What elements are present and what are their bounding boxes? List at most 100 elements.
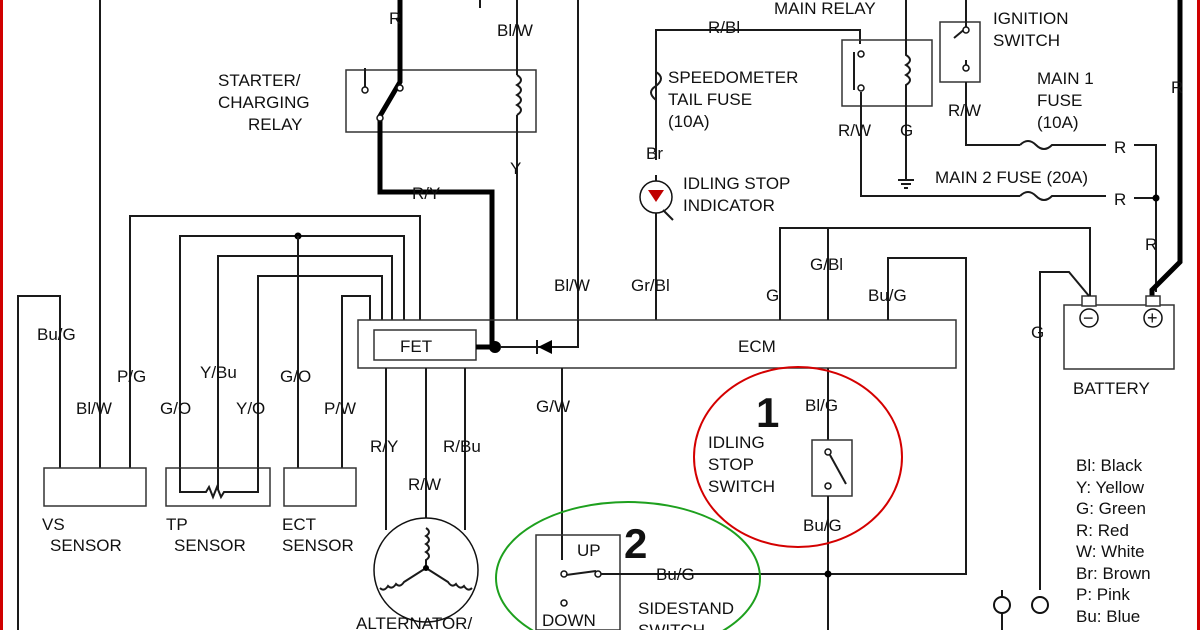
label-r-w-ign: R/W bbox=[948, 101, 981, 120]
battery-box bbox=[1063, 304, 1175, 370]
legend-item: G: Green bbox=[1076, 499, 1146, 518]
label-idling-1: IDLING bbox=[708, 433, 765, 452]
wire-y-bu bbox=[217, 255, 393, 490]
switch-terminal bbox=[560, 599, 568, 607]
label-y-bu: Y/Bu bbox=[200, 363, 237, 382]
label-starter-relay-1: STARTER/ bbox=[218, 71, 301, 90]
main-relay-box bbox=[841, 39, 933, 107]
alternator-coil-top bbox=[424, 527, 430, 568]
label-ignition-1: IGNITION bbox=[993, 9, 1069, 28]
battery-minus: − bbox=[1083, 308, 1094, 328]
tp-resistor bbox=[179, 468, 259, 500]
label-ect-1: ECT bbox=[282, 515, 316, 534]
label-r-battery: R bbox=[1145, 235, 1157, 254]
wire-g-ecm bbox=[779, 227, 1091, 320]
label-g-o-right: G/O bbox=[280, 367, 311, 386]
battery-minus-icon bbox=[1079, 308, 1099, 328]
label-speedo-3: (10A) bbox=[668, 112, 710, 131]
label-main1-2: FUSE bbox=[1037, 91, 1082, 110]
label-bl-w-left: Bl/W bbox=[76, 399, 112, 418]
wire-g-o bbox=[179, 235, 405, 468]
label-main2: MAIN 2 FUSE (20A) bbox=[935, 168, 1088, 187]
wire-r-bl bbox=[655, 29, 861, 160]
label-r-right-vertical: R bbox=[1171, 78, 1183, 97]
relay-terminal bbox=[376, 114, 384, 122]
label-r-y-mid: R/Y bbox=[412, 184, 440, 203]
label-starter-relay-2: CHARGING bbox=[218, 93, 310, 112]
label-tp-2: SENSOR bbox=[174, 536, 246, 555]
marker-1: 1 bbox=[756, 389, 779, 436]
label-down: DOWN bbox=[542, 611, 596, 630]
battery-terminal-pos bbox=[1145, 295, 1161, 307]
legend-item: P: Pink bbox=[1076, 585, 1130, 604]
legend-item: Y: Yellow bbox=[1076, 478, 1145, 497]
main1-fuse-symbol bbox=[1019, 140, 1106, 150]
label-g-bl: G/Bl bbox=[810, 255, 843, 274]
wire-r-thick bbox=[377, 0, 495, 347]
main-relay-coil bbox=[904, 0, 911, 150]
highlight-sidestand-switch bbox=[495, 501, 761, 630]
label-main-relay: MAIN RELAY bbox=[774, 0, 876, 18]
label-y: Y bbox=[510, 159, 521, 178]
battery-terminal-neg bbox=[1081, 295, 1097, 307]
idling-contact bbox=[829, 454, 847, 485]
relay-terminal bbox=[396, 84, 404, 92]
legend-item: R: Red bbox=[1076, 521, 1129, 540]
label-bl-w-top: Bl/W bbox=[497, 21, 533, 40]
label-bu-g-switch: Bu/G bbox=[803, 516, 842, 535]
label-p-w: P/W bbox=[324, 399, 356, 418]
label-bu-g-ecm: Bu/G bbox=[868, 286, 907, 305]
label-indicator-2: INDICATOR bbox=[683, 196, 775, 215]
ring-terminal-icon bbox=[1031, 596, 1049, 614]
label-r-bu-alt: R/Bu bbox=[443, 437, 481, 456]
label-bu-g-left: Bu/G bbox=[37, 325, 76, 344]
switch-terminal bbox=[962, 64, 970, 72]
ect-sensor-box bbox=[283, 467, 357, 507]
color-legend: Bl: Black Y: Yellow G: Green R: Red W: W… bbox=[1076, 456, 1151, 626]
legend-item: Br: Brown bbox=[1076, 564, 1151, 583]
label-bu-g-sidestand: Bu/G bbox=[656, 565, 695, 584]
label-r-w-relay: R/W bbox=[838, 121, 871, 140]
label-y-o: Y/O bbox=[236, 399, 265, 418]
label-r-top: R bbox=[389, 9, 401, 28]
ignition-switch-box bbox=[939, 21, 981, 83]
label-r-fuse1: R bbox=[1114, 138, 1126, 157]
label-sidestand-2: SWITCH bbox=[638, 621, 705, 630]
ecm-box bbox=[357, 319, 957, 369]
label-g-relay: G bbox=[900, 121, 913, 140]
wire-y-o bbox=[257, 275, 383, 468]
label-br: Br bbox=[646, 144, 663, 163]
label-ignition-2: SWITCH bbox=[993, 31, 1060, 50]
label-starter-relay-3: RELAY bbox=[248, 115, 303, 134]
wire-g-battery bbox=[1039, 271, 1090, 590]
label-p-g: P/G bbox=[117, 367, 146, 386]
ground-symbol bbox=[898, 179, 914, 189]
sidestand-contact bbox=[565, 570, 597, 576]
legend-item: Bl: Black bbox=[1076, 456, 1143, 475]
label-speedo-1: SPEEDOMETER bbox=[668, 68, 798, 87]
wire-r-w-ign bbox=[965, 82, 1020, 146]
ignition-contacts bbox=[953, 0, 967, 70]
label-vs-2: SENSOR bbox=[50, 536, 122, 555]
vs-sensor-box bbox=[43, 467, 147, 507]
relay-terminal bbox=[857, 84, 865, 92]
label-indicator-1: IDLING STOP bbox=[683, 174, 790, 193]
label-vs-1: VS bbox=[42, 515, 65, 534]
label-main1-3: (10A) bbox=[1037, 113, 1079, 132]
label-alternator: ALTERNATOR/ bbox=[356, 614, 472, 630]
idling-switch-box bbox=[811, 439, 853, 497]
label-g-battery: G bbox=[1031, 323, 1044, 342]
wire-p-g bbox=[129, 215, 421, 468]
label-speedo-2: TAIL FUSE bbox=[668, 90, 752, 109]
junction-dot bbox=[423, 565, 429, 571]
indicator-led-icon bbox=[648, 190, 664, 202]
switch-terminal bbox=[962, 26, 970, 34]
junction-dot bbox=[824, 570, 832, 578]
label-battery: BATTERY bbox=[1073, 379, 1150, 398]
label-main1-1: MAIN 1 bbox=[1037, 69, 1094, 88]
label-r-y-alt: R/Y bbox=[370, 437, 398, 456]
starter-relay-box bbox=[345, 69, 537, 133]
wire-r-w-relay bbox=[860, 92, 1020, 197]
